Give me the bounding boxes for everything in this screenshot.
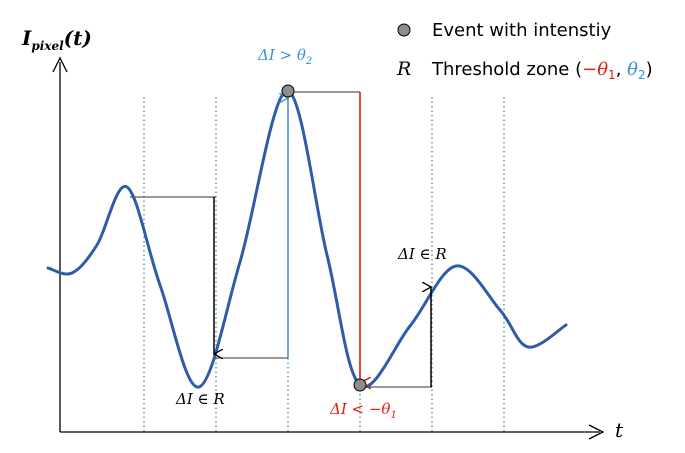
legend-threshold-symbol: R — [396, 58, 411, 80]
legend-event-marker — [397, 23, 411, 37]
axes — [52, 56, 605, 440]
x-axis-arrowhead — [588, 424, 605, 440]
y-axis-label: Ipixel(t) — [21, 26, 92, 53]
annotation-delta-in-r-left: ΔI ∈ R — [175, 390, 225, 408]
event-arrows — [214, 92, 431, 387]
legend: Event with intenstiy R Threshold zone (−… — [396, 20, 653, 82]
y-axis-arrowhead — [52, 56, 68, 73]
event-marker-bottom — [353, 378, 367, 392]
intensity-curve — [46, 89, 568, 389]
legend-event-label: Event with intenstiy — [432, 20, 612, 41]
legend-threshold-label: Threshold zone (−θ1, θ2) — [431, 59, 653, 82]
reference-lines — [130, 91, 432, 388]
x-axis-label: t — [615, 418, 624, 442]
annotation-delta-gt-theta2: ΔI > θ2 — [257, 46, 312, 67]
event-marker-top — [281, 84, 295, 98]
grid-lines — [143, 97, 505, 432]
annotation-delta-lt-neg-theta1: ΔI < −θ1 — [329, 400, 397, 421]
annotation-delta-in-r-right: ΔI ∈ R — [397, 245, 447, 263]
